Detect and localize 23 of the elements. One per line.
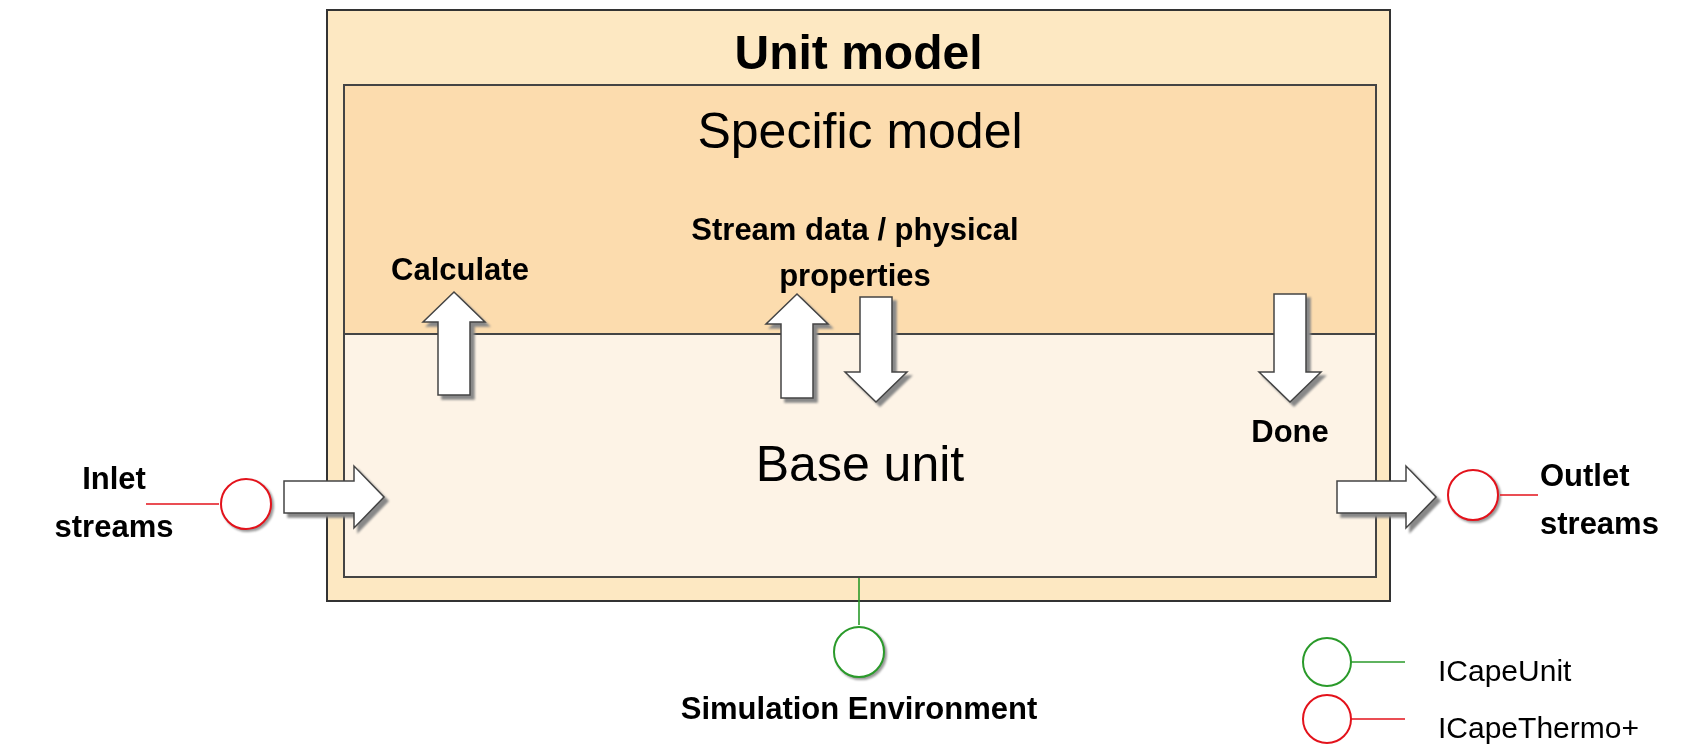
- stream-label: Outlet streams: [1540, 457, 1660, 543]
- base-unit-panel: [343, 333, 1377, 578]
- edge-label: Done: [1250, 413, 1330, 451]
- panel-title: Unit model: [733, 25, 984, 80]
- block-arrow: [843, 296, 909, 404]
- block-arrow: [1257, 293, 1323, 404]
- specific-model-panel: [343, 84, 1377, 335]
- block-arrow: [421, 290, 487, 396]
- node-caption: Simulation Environment: [679, 691, 1039, 727]
- connector-line: [145, 503, 220, 505]
- connector-line: [858, 577, 860, 626]
- panel-title: Base unit: [754, 435, 966, 493]
- legend-label: ICapeThermo+: [1438, 711, 1639, 745]
- block-arrow: [764, 292, 830, 399]
- stream-label: Inlet streams: [53, 460, 175, 546]
- unit-model-panel: [326, 9, 1391, 602]
- edge-label: Calculate: [390, 251, 530, 289]
- connector-line: [1499, 494, 1539, 496]
- block-arrow: [283, 464, 386, 530]
- edge-label: Stream data / physical properties: [690, 211, 1020, 295]
- block-arrow: [1336, 464, 1438, 530]
- panel-title: Specific model: [696, 102, 1024, 160]
- legend-label: ICapeUnit: [1438, 654, 1572, 688]
